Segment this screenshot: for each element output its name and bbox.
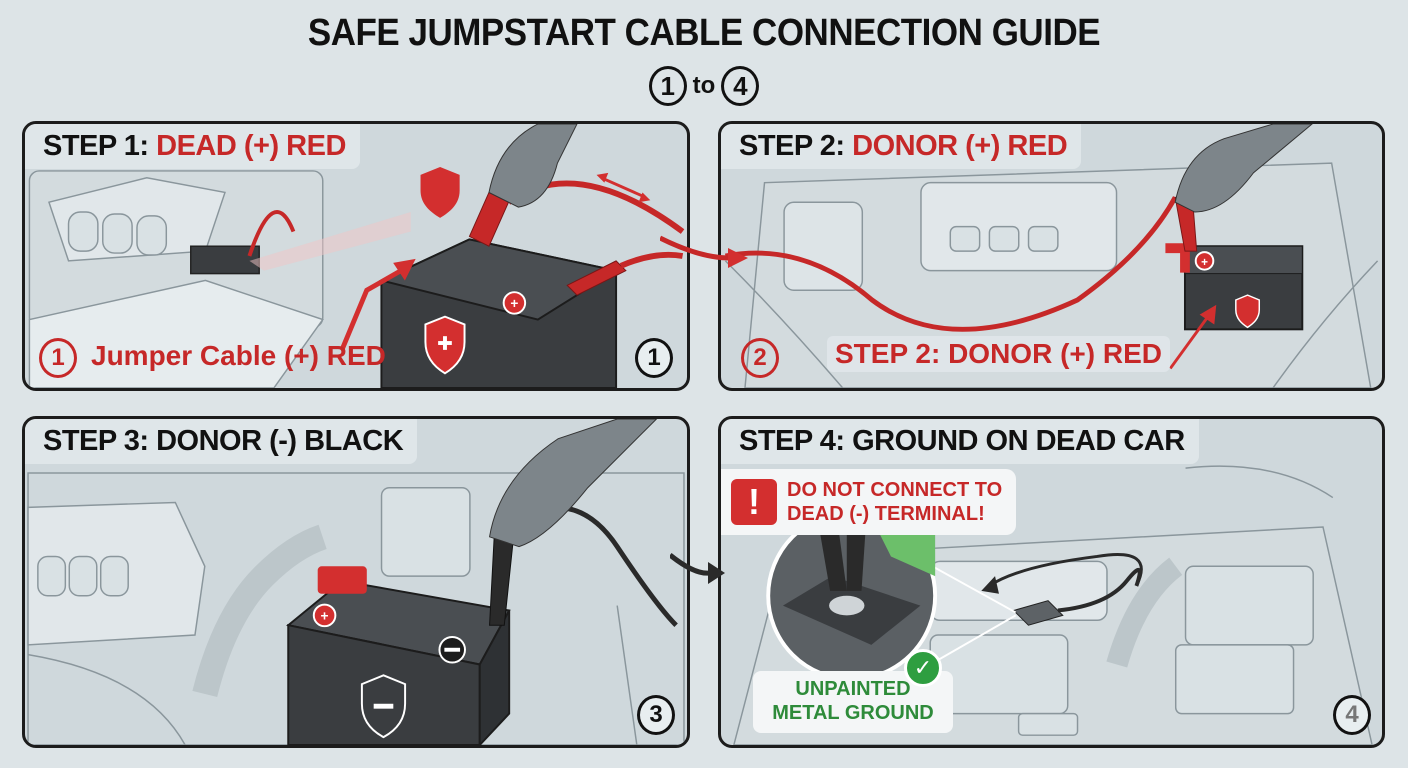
step-4-panel: STEP 4: GROUND ON DEAD CAR ! DO NOT CONN… — [718, 416, 1385, 748]
battery: + — [378, 238, 619, 388]
pointer-arrow — [1169, 313, 1211, 370]
step-range: 1 to 4 — [0, 66, 1408, 106]
step-4-corner-badge: 4 — [1333, 695, 1371, 735]
engine-bay-sketch — [724, 162, 1379, 388]
step-2-heading-lead: STEP 2: — [739, 130, 845, 162]
step-3-panel: + STEP 3: DONOR (-) BLACK 3 — [22, 416, 690, 748]
ground-line-2: METAL GROUND — [772, 702, 934, 724]
step-1-corner-badge: 1 — [635, 338, 673, 378]
check-icon: ✓ — [904, 649, 942, 687]
warning-callout: ! DO NOT CONNECT TO DEAD (-) TERMINAL! — [721, 469, 1016, 535]
positive-terminal-icon — [1194, 251, 1215, 271]
step-2-callout-badge: 2 — [741, 338, 779, 378]
clamp-icon — [468, 191, 510, 247]
positive-terminal-icon — [312, 603, 337, 628]
step-1-heading: STEP 1: DEAD (+) RED — [25, 124, 360, 169]
engine-bay-sketch — [28, 170, 324, 388]
step-1-to-2-arrow — [660, 235, 748, 268]
glove-hand-icon — [1174, 124, 1313, 213]
step-3-illustration: + — [27, 419, 685, 745]
glove-hand-icon — [488, 124, 578, 208]
step-4-heading: STEP 4: GROUND ON DEAD CAR — [721, 419, 1199, 464]
step-1-heading-lead: STEP 1: — [43, 130, 149, 162]
step-3-corner-badge: 3 — [637, 695, 675, 735]
ground-callout: UNPAINTED METAL GROUND — [753, 671, 953, 733]
range-start-badge: 1 — [648, 66, 687, 106]
range-end-badge: 4 — [721, 66, 760, 106]
ground-line-1: UNPAINTED — [795, 678, 911, 700]
svg-text:+: + — [321, 608, 329, 623]
warning-icon: ! — [731, 479, 777, 525]
battery: + — [286, 566, 511, 745]
magnifier-inset — [766, 510, 1017, 682]
warning-line-1: DO NOT CONNECT TO — [787, 479, 1003, 501]
warning-text: DO NOT CONNECT TO DEAD (-) TERMINAL! — [787, 478, 1002, 526]
step-3-heading-lead: STEP 3: DONOR (-) BLACK — [43, 425, 404, 457]
step-1-panel: + STEP 1: DEAD (+) RED 1 Jumper Cable (+… — [22, 121, 690, 391]
step-2-heading: STEP 2: DONOR (+) RED — [721, 124, 1082, 169]
step-1-heading-accent: DEAD (+) RED — [156, 130, 346, 162]
glove-hand-icon — [488, 419, 658, 548]
positive-terminal-icon — [502, 291, 527, 315]
svg-text:+: + — [1201, 256, 1208, 269]
step-2-callout-label: STEP 2: DONOR (+) RED — [827, 336, 1170, 372]
step-1-callout-label: Jumper Cable (+) RED — [91, 340, 386, 371]
shield-icon — [420, 167, 460, 218]
battery: + — [1165, 243, 1304, 331]
step-2-panel: + STEP 2: DONOR (+) RED 2 STEP 2: DONOR … — [718, 121, 1385, 391]
double-arrow-icon — [600, 176, 647, 199]
clamp-icon — [1012, 600, 1064, 626]
warning-line-2: DEAD (-) TERMINAL! — [787, 503, 985, 525]
svg-text:+: + — [510, 296, 518, 311]
small-clamp-cable — [247, 210, 296, 257]
red-cable — [724, 196, 1178, 332]
step-2-heading-accent: DONOR (+) RED — [852, 130, 1068, 162]
zoom-beam — [249, 212, 411, 271]
step-1-callout-badge: 1 — [39, 338, 77, 378]
step-1-illustration: + — [28, 124, 685, 388]
curved-arrow-icon — [988, 553, 1143, 588]
step-4-heading-lead: STEP 4: GROUND ON DEAD CAR — [739, 425, 1185, 457]
step-3-heading: STEP 3: DONOR (-) BLACK — [25, 419, 418, 464]
pointer-arrow — [340, 268, 403, 350]
shield-minus-icon — [360, 674, 407, 739]
page-title: SAFE JUMPSTART CABLE CONNECTION GUIDE — [307, 12, 1101, 54]
step-2-illustration: + — [724, 124, 1379, 388]
range-word: to — [692, 72, 716, 99]
step-3-to-4-arrow — [670, 553, 725, 584]
shield-plus-icon — [1235, 294, 1261, 329]
